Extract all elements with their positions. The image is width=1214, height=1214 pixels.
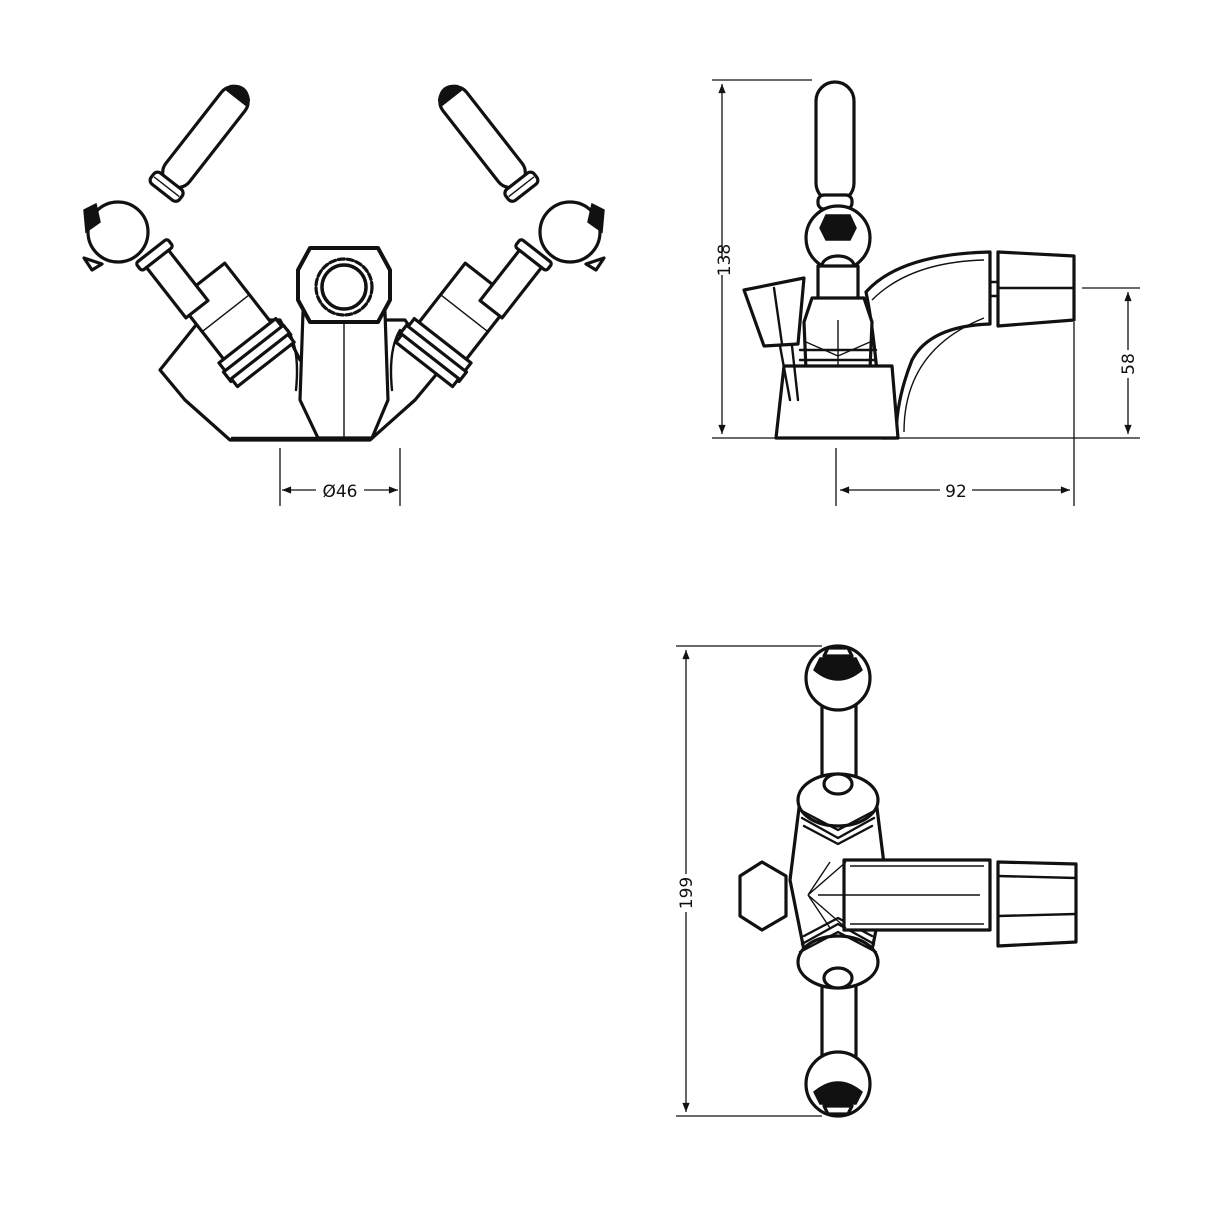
side-lever-handle bbox=[814, 80, 856, 204]
dimension-base-diameter: Ø46 bbox=[322, 482, 357, 502]
dimension-height: 138 bbox=[715, 244, 735, 276]
left-lever-handle bbox=[146, 75, 260, 205]
front-view: Ø46 bbox=[82, 75, 606, 506]
pop-up-waste-lever bbox=[742, 276, 806, 348]
right-lever-handle bbox=[428, 75, 542, 205]
right-handle-ball bbox=[538, 200, 602, 264]
top-view: 199 bbox=[676, 644, 1078, 1118]
side-view: 138 58 92 bbox=[712, 79, 1140, 506]
dimension-projection: 92 bbox=[945, 482, 967, 502]
pop-up-hex-knob bbox=[738, 860, 788, 932]
dimension-outlet-height: 58 bbox=[1119, 353, 1139, 375]
top-outlet-nozzle bbox=[996, 860, 1078, 948]
left-valve-body bbox=[175, 261, 296, 389]
left-handle-ball bbox=[86, 200, 150, 264]
dimension-width: 199 bbox=[677, 877, 697, 909]
